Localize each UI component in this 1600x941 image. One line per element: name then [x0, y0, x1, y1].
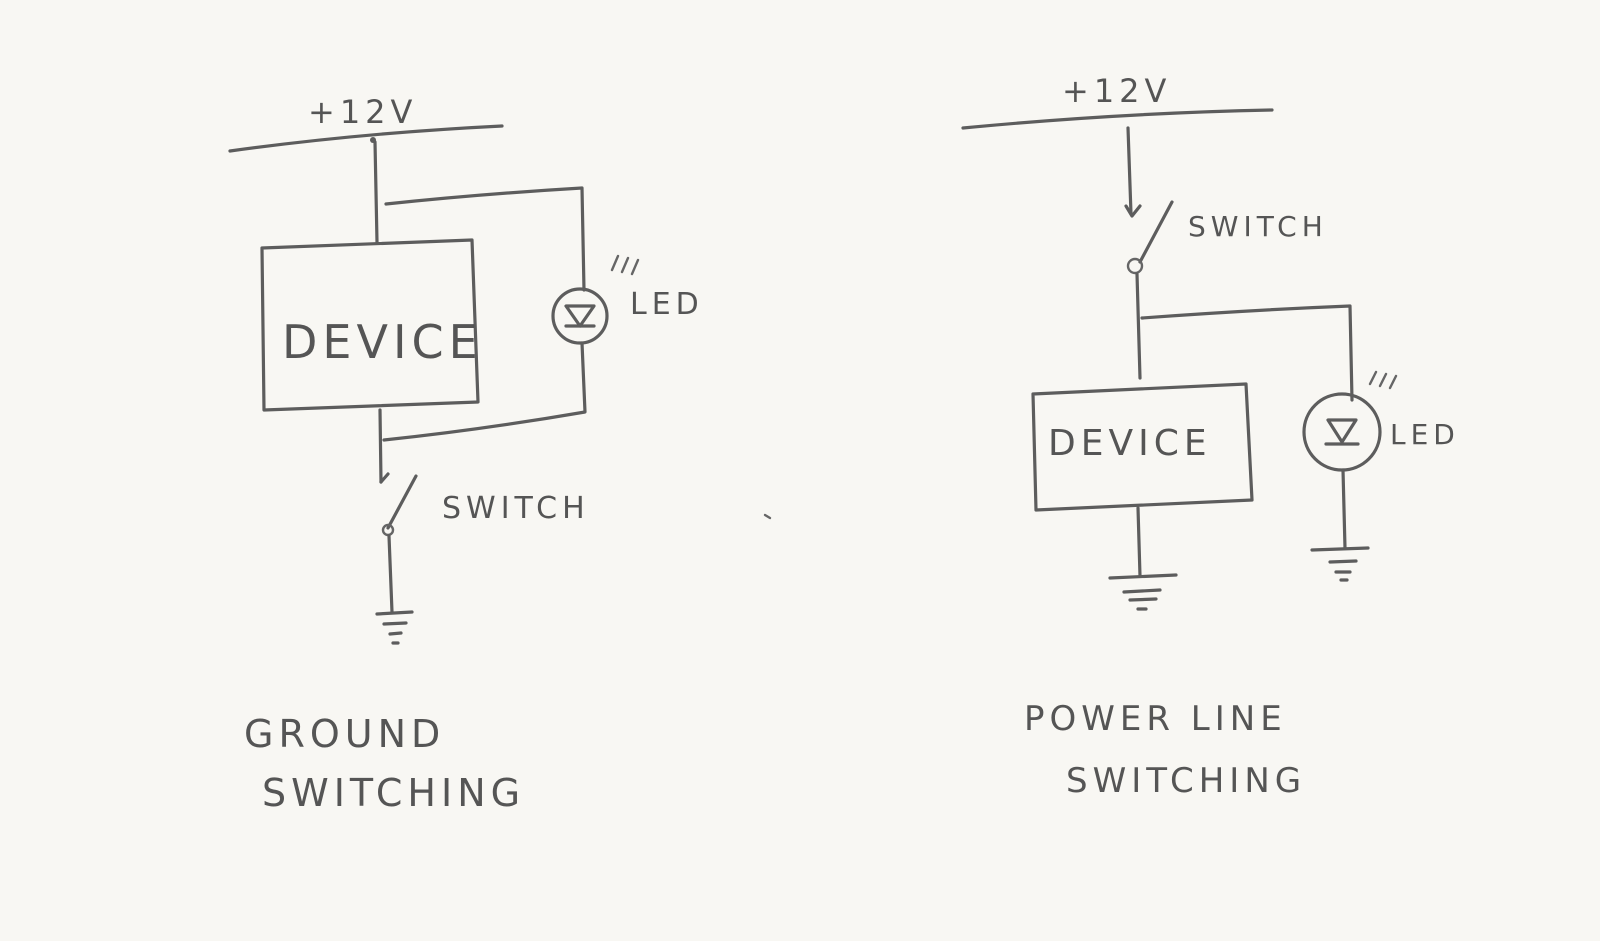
- right-supply-label: +12V: [1062, 72, 1171, 110]
- right-circuit: +12V SWITCH DEVICE LED: [961, 72, 1460, 801]
- right-supply-rail: [961, 108, 1274, 130]
- right-caption-line2: SWITCHING: [1066, 761, 1306, 801]
- right-led-to-ground-wire: [1341, 468, 1347, 550]
- left-led-bottom-wire: [382, 341, 587, 442]
- left-device-to-switch-wire: [378, 408, 383, 484]
- left-device-label: DEVICE: [282, 315, 483, 369]
- left-supply-rail: [228, 124, 504, 153]
- left-switch-label: SWITCH: [442, 491, 590, 526]
- left-ground-icon: [375, 610, 414, 645]
- left-device-box: [260, 238, 480, 412]
- right-switch-label: SWITCH: [1188, 210, 1328, 243]
- right-caption-line1: POWER LINE: [1024, 699, 1287, 739]
- right-led-circle: [1302, 392, 1382, 472]
- right-switch-to-device-wire: [1135, 272, 1142, 380]
- left-rail-to-device-wire: [373, 140, 379, 244]
- right-switch-contact: [1124, 204, 1142, 218]
- stray-pencil-mark: [763, 513, 772, 520]
- left-led-top-wire: [384, 186, 586, 292]
- left-caption-line1: GROUND: [244, 712, 445, 756]
- right-rail-to-switch-wire: [1126, 126, 1133, 216]
- left-circuit: +12V DEVICE LED SWITCH: [228, 93, 704, 815]
- left-led-triangle: [564, 304, 596, 328]
- right-led-label: LED: [1390, 418, 1460, 451]
- left-supply-label: +12V: [308, 93, 417, 131]
- right-device-label: DEVICE: [1048, 423, 1212, 464]
- left-led-circle: [551, 287, 609, 345]
- left-switch-contact: [379, 472, 390, 484]
- right-led-top-wire: [1140, 304, 1354, 402]
- right-led-triangle: [1326, 418, 1358, 444]
- left-caption-line2: SWITCHING: [262, 771, 525, 815]
- right-device-box: [1031, 382, 1254, 512]
- left-led-label: LED: [630, 287, 704, 322]
- right-led-ground-icon: [1310, 546, 1370, 582]
- right-device-ground-icon: [1108, 573, 1178, 611]
- left-switch-blade: [386, 474, 418, 530]
- right-switch-pivot: [1126, 257, 1144, 275]
- right-device-to-ground-wire: [1136, 506, 1142, 578]
- left-led-rays: [610, 254, 640, 276]
- right-led-rays: [1368, 370, 1398, 390]
- right-switch-blade: [1138, 200, 1174, 264]
- left-switch-to-ground-wire: [387, 534, 394, 614]
